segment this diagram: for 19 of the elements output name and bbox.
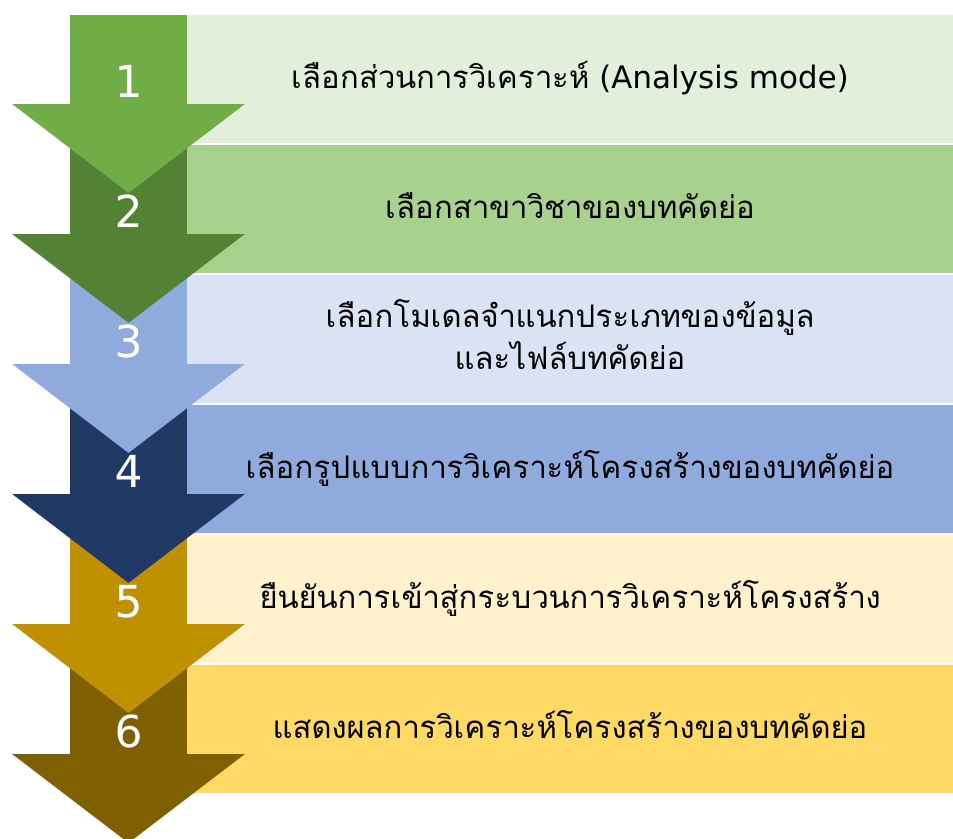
- step-band: [187, 145, 953, 273]
- step-marker: [12, 15, 245, 193]
- step-number: 2: [114, 191, 144, 235]
- step-band: [187, 275, 953, 403]
- step-band: [187, 405, 953, 533]
- step-number: 3: [114, 321, 144, 365]
- step-text: แสดงผลการวิเคราะห์โครงสร้างของบทคัดย่อ: [272, 709, 868, 748]
- step-text: เลือกโมเดลจำแนกประเภทของข้อมูล และไฟล์บทคัดย่อ: [324, 298, 816, 379]
- step-text: เลือกสาขาวิชาของบทคัดย่อ: [385, 189, 755, 228]
- step-band: [187, 15, 953, 143]
- step-number: 5: [114, 581, 144, 625]
- step-number: 6: [114, 711, 144, 755]
- step-text: เลือกรูปแบบการวิเคราะห์โครงสร้างของบทคัดย่อ: [246, 449, 894, 488]
- step-number: 1: [114, 61, 144, 105]
- step-number: 4: [114, 451, 144, 495]
- step-text: ยืนยันการเข้าสู่กระบวนการวิเคราะห์โครงสร้าง: [260, 579, 880, 618]
- step-text: เลือกส่วนการวิเคราะห์ (Analysis mode): [291, 59, 849, 98]
- step-band: [187, 535, 953, 663]
- step-band: [187, 665, 953, 793]
